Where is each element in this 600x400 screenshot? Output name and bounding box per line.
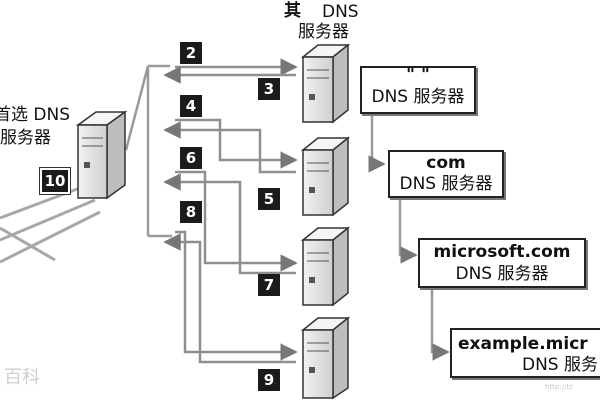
watermark-url: http://bl (545, 383, 573, 391)
arrow-step-8 (175, 230, 298, 361)
arrow-step-6 (175, 170, 298, 272)
arrow-set (163, 58, 298, 364)
other-dns-label-char: 其 (284, 1, 301, 21)
example-dns-label: DNS 服务 (522, 355, 599, 375)
arrow-step-5 (163, 121, 296, 174)
server-icon-com (300, 136, 351, 217)
query-bracket (124, 64, 172, 238)
server-icon-example (300, 316, 351, 400)
com-dns-label: DNS 服务器 (399, 174, 493, 194)
arrow-step-9 (163, 233, 296, 364)
root-dns-name: " " (406, 65, 430, 85)
preferred-dns-label-line1: 首选 DNS (0, 105, 71, 125)
step-badge-5: 5 (258, 188, 280, 210)
example-dns-name: example.micr (458, 334, 588, 354)
microsoft-dns-label: DNS 服务器 (455, 264, 549, 284)
watermark-logo: 百科 (4, 367, 40, 388)
example-dns-box: example.micr DNS 服务 (450, 328, 600, 378)
step-badge-3: 3 (258, 78, 280, 100)
com-dns-name: com (426, 153, 466, 173)
step-badge-4: 4 (180, 95, 202, 117)
arrow-step-7 (163, 173, 296, 275)
client-link-lines (0, 186, 101, 264)
server-icon-microsoft (300, 226, 351, 307)
arrow-step-4 (175, 118, 298, 169)
other-dns-label-dns: DNS (322, 2, 359, 22)
preferred-dns-label-line2: 服务器 (0, 128, 51, 148)
root-dns-label: DNS 服务器 (371, 87, 465, 107)
step-badge-6: 6 (180, 147, 202, 169)
other-dns-label-server: 服务器 (298, 22, 349, 42)
preferred-dns-server-icon (75, 110, 128, 200)
com-dns-box: com DNS 服务器 (388, 150, 504, 198)
hierarchy-connectors (368, 112, 450, 361)
step-badge-8: 8 (180, 201, 202, 223)
root-dns-box: " " DNS 服务器 (360, 66, 476, 114)
step-badge-9: 9 (258, 369, 280, 391)
step-badge-7: 7 (258, 274, 280, 296)
step-badge-10: 10 (39, 167, 71, 195)
microsoft-dns-box: microsoft.com DNS 服务器 (418, 238, 586, 288)
server-icon-root (300, 43, 351, 124)
step-badge-2: 2 (180, 42, 202, 64)
microsoft-dns-name: microsoft.com (433, 242, 571, 262)
